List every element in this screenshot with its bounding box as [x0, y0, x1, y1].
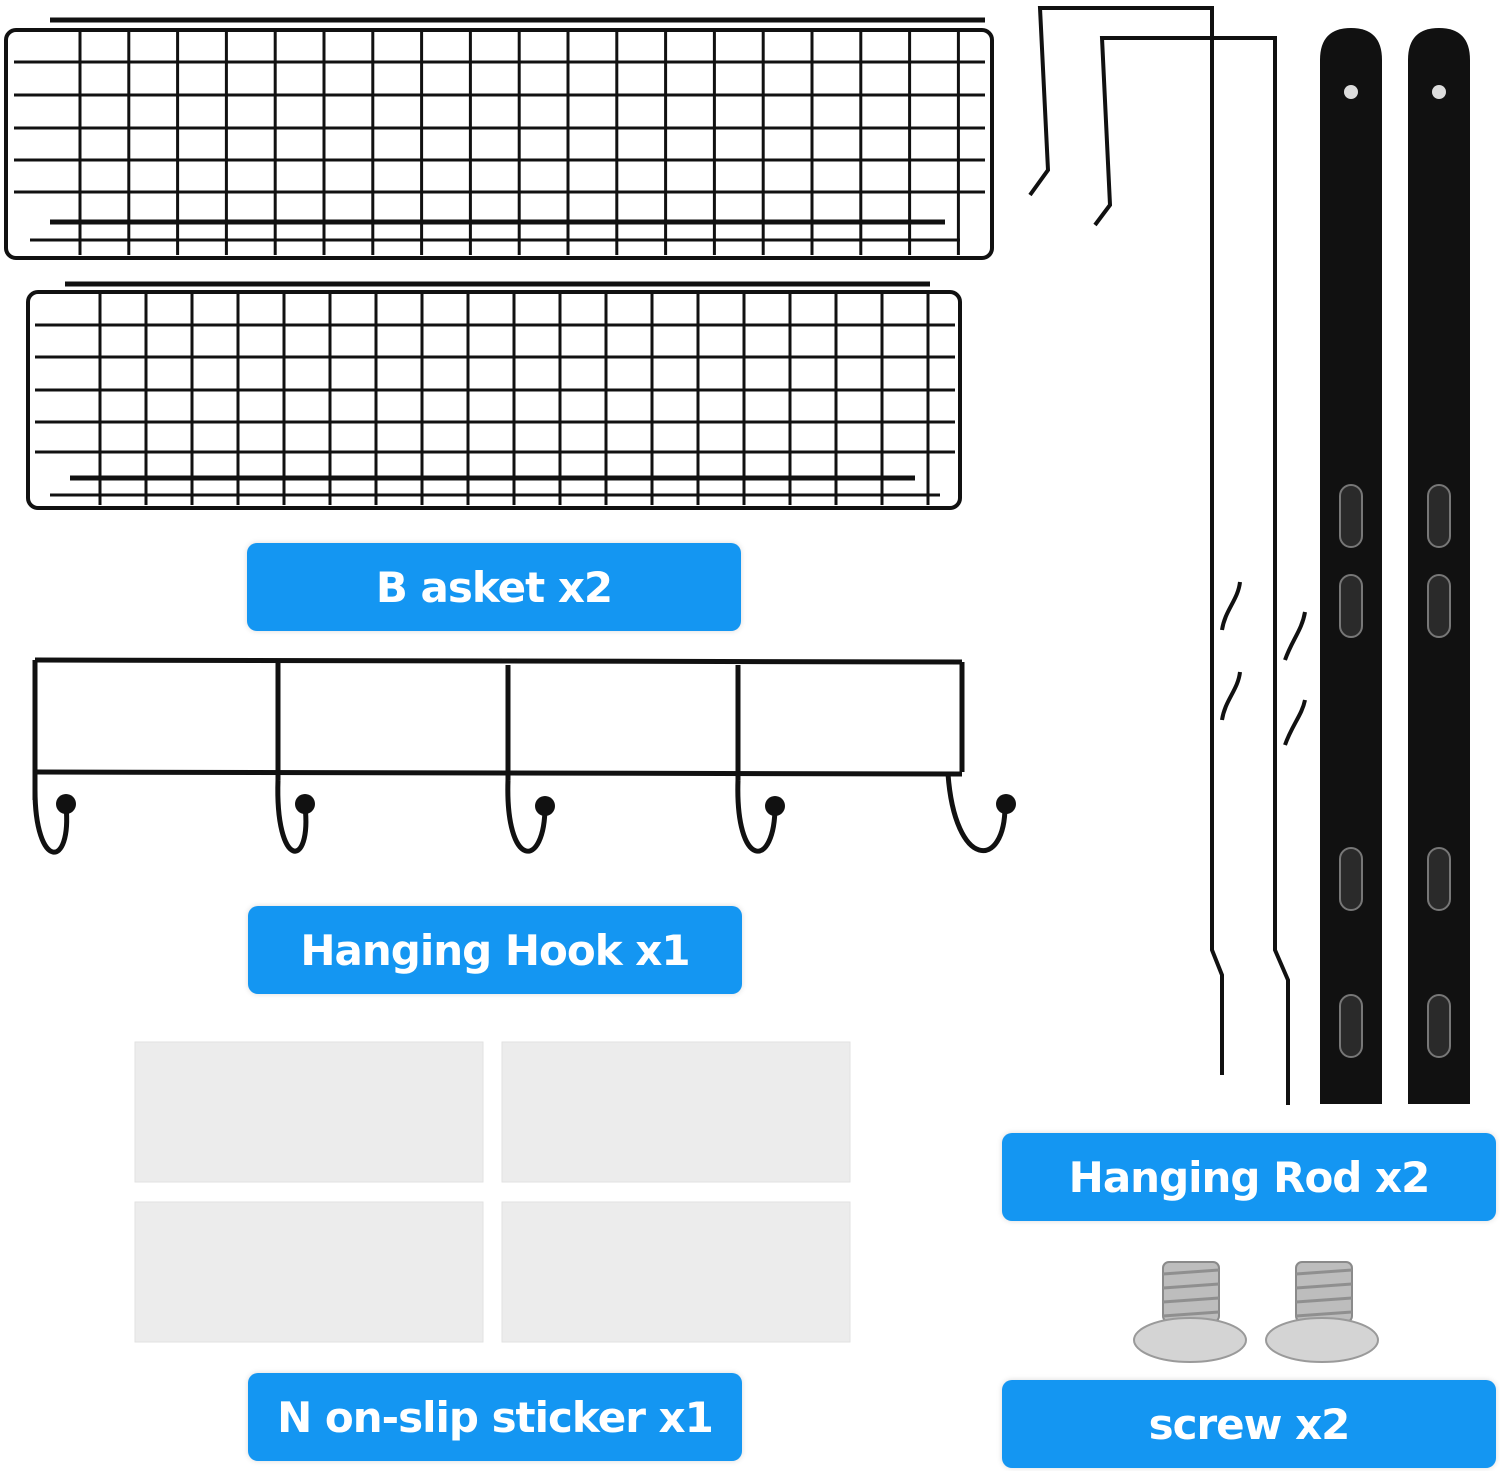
hanging-hook-label-text: Hanging Hook x1 — [300, 925, 690, 975]
hanging-straps — [1320, 28, 1470, 1104]
hanging-rod-wires — [1028, 6, 1307, 1105]
hanging-rod-label-text: Hanging Rod x2 — [1068, 1152, 1431, 1202]
non-slip-sticker-label: N on-slip sticker x1 — [248, 1373, 742, 1461]
basket-label: B asket x2 — [247, 543, 741, 631]
screw-label-text: screw x2 — [1148, 1399, 1351, 1449]
hanging-rod-label: Hanging Rod x2 — [1002, 1133, 1496, 1221]
hanging-hook-label: Hanging Hook x1 — [248, 906, 742, 994]
screw-label: screw x2 — [1002, 1380, 1496, 1468]
wire-basket-top — [4, 17, 994, 260]
non-slip-sticker-label-text: N on-slip sticker x1 — [277, 1392, 714, 1442]
screws — [1133, 1261, 1379, 1363]
wire-basket-bottom — [26, 281, 962, 510]
hanging-hook-rack — [32, 657, 1016, 855]
non-slip-stickers — [134, 1041, 851, 1343]
basket-label-text: B asket x2 — [375, 562, 613, 612]
